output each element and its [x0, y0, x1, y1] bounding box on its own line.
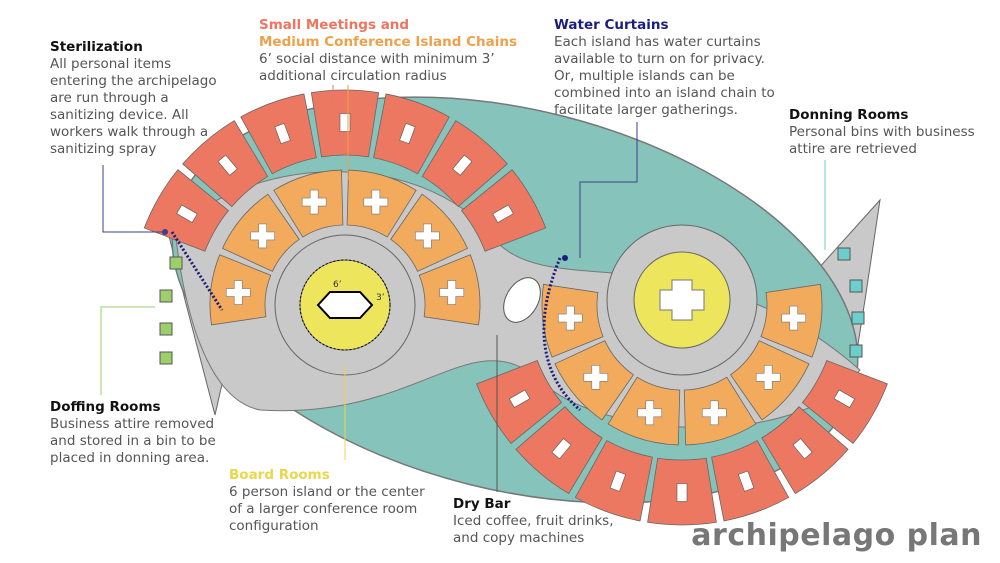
note-line: sanitizing device. All: [50, 107, 189, 123]
note-line: entering the archipelago: [50, 73, 217, 89]
donning-note: Donning Rooms Personal bins with busines…: [789, 107, 975, 158]
doffing-bin: [159, 322, 173, 336]
note-line: facilitate larger gatherings.: [554, 102, 738, 118]
dry-bar-counter: [503, 277, 541, 323]
note-line: 6 person island or the center: [229, 484, 425, 500]
donning-bin: [851, 311, 865, 325]
cross-table-icon: [225, 280, 251, 305]
table-icon: [399, 122, 416, 145]
table-icon: [737, 470, 755, 492]
note-line: placed in donning area.: [50, 450, 210, 466]
cross-table-icon: [781, 305, 807, 331]
dry-bar-title: Dry Bar: [453, 496, 511, 512]
page-title: archipelago plan: [691, 518, 982, 553]
board-table-icon: [316, 291, 374, 319]
doffing-bin: [169, 256, 183, 270]
note-line: workers walk through a: [50, 124, 209, 140]
meetings-title: Small Meetings and: [259, 17, 410, 33]
note-line: Each island has water curtains: [554, 34, 761, 50]
donning-title: Donning Rooms: [789, 107, 909, 123]
table-icon: [833, 389, 856, 408]
doffing-title: Doffing Rooms: [50, 399, 161, 415]
table-icon: [792, 438, 813, 460]
table-icon: [176, 204, 198, 223]
water-curtains-title: Water Curtains: [554, 17, 669, 33]
cross-table-icon: [637, 400, 663, 426]
donning-bin: [849, 279, 863, 293]
note-line: configuration: [229, 518, 319, 534]
cross-table-icon: [659, 279, 705, 321]
leader-line: [579, 122, 638, 258]
table-icon: [551, 438, 572, 460]
cross-table-icon: [701, 400, 727, 426]
table-icon: [452, 154, 473, 176]
cross-table-icon: [557, 305, 583, 331]
cross-table-icon: [250, 223, 275, 249]
note-line: Personal bins with business: [789, 124, 975, 140]
table-icon: [492, 204, 514, 223]
table-icon: [274, 122, 291, 145]
distance-radius: [299, 259, 391, 351]
cross-table-icon: [583, 365, 609, 390]
dimension-label: 3’: [376, 293, 385, 303]
donning-bin: [837, 247, 851, 261]
table-icon: [676, 483, 688, 502]
note-line: Or, multiple islands can be: [554, 68, 735, 84]
cross-table-icon: [415, 223, 440, 249]
water-curtain: [170, 231, 224, 311]
sterilization-title: Sterilization: [50, 39, 143, 55]
doffing-bin: [159, 351, 173, 365]
leader-line: [102, 165, 165, 233]
doffing-bin: [159, 289, 173, 303]
table-icon: [508, 389, 531, 408]
note-line: 6’ social distance with minimum 3’: [259, 51, 495, 67]
note-line: Iced coffee, fruit drinks,: [453, 513, 614, 529]
board-rooms-title: Board Rooms: [229, 467, 330, 483]
note-line: sanitizing spray: [50, 141, 157, 157]
note-line: and stored in a bin to be: [50, 433, 216, 449]
water-curtain: [542, 257, 581, 412]
note-line: Business attire removed: [50, 416, 215, 432]
note-line: attire are retrieved: [789, 141, 917, 157]
sterilization-note: Sterilization All personal items enterin…: [50, 39, 217, 158]
table-icon: [339, 113, 351, 132]
note-line: are run through a: [50, 90, 169, 106]
cross-table-icon: [439, 280, 465, 305]
board-rooms-note: Board Rooms 6 person island or the cente…: [229, 467, 425, 535]
note-line: combined into an island chain to: [554, 85, 775, 101]
donning-bin: [849, 344, 863, 358]
note-line: available to turn on for privacy.: [554, 51, 765, 67]
cross-table-icon: [363, 189, 389, 215]
leader-dot: [562, 255, 568, 261]
note-line: of a larger conference room: [229, 501, 418, 517]
note-line: additional circulation radius: [259, 68, 447, 84]
table-icon: [217, 154, 238, 176]
leader-dot: [162, 229, 168, 235]
water-curtains-note: Water Curtains Each island has water cur…: [554, 17, 775, 119]
table-icon: [609, 470, 627, 492]
dry-bar-note: Dry Bar Iced coffee, fruit drinks, and c…: [453, 496, 614, 547]
note-line: and copy machines: [453, 530, 585, 546]
meetings-note: Small Meetings and Medium Conference Isl…: [259, 17, 517, 85]
cross-table-icon: [301, 189, 327, 215]
leader-line: [100, 306, 155, 395]
dimension-label: 6’: [333, 280, 342, 290]
cross-table-icon: [755, 365, 781, 390]
conference-title: Medium Conference Island Chains: [259, 34, 518, 50]
note-line: All personal items: [50, 56, 172, 72]
doffing-note: Doffing Rooms Business attire removed an…: [50, 399, 216, 467]
